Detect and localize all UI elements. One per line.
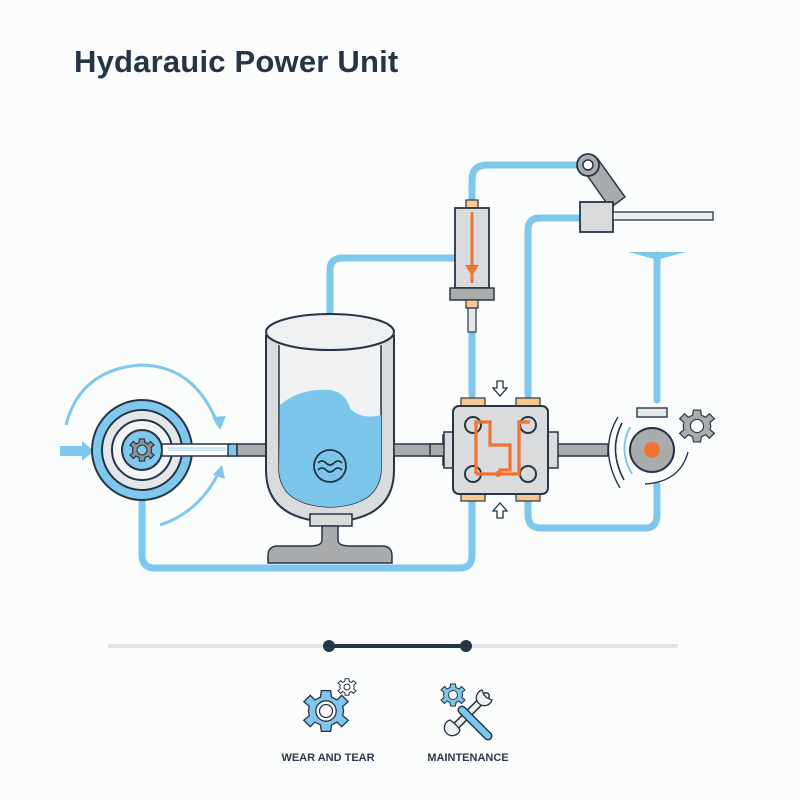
hydraulic-motor[interactable] <box>607 407 716 489</box>
legend-label-wear-and-tear: WEAR AND TEAR <box>281 752 375 764</box>
lever-actuator[interactable] <box>576 153 714 233</box>
timeline-active-range <box>329 644 466 648</box>
hydraulic-cylinder[interactable] <box>449 199 495 333</box>
timeline-end-handle[interactable] <box>460 640 472 652</box>
wave-icon <box>313 449 347 483</box>
reservoir[interactable] <box>265 313 454 564</box>
timeline-start-handle[interactable] <box>323 640 335 652</box>
pressure-in-arrow-icon <box>491 380 509 397</box>
t-connector <box>628 252 686 259</box>
control-valve[interactable] <box>429 380 609 519</box>
rotation-arrow-top <box>64 363 220 426</box>
inlet-arrow-icon <box>60 446 82 456</box>
pipe-network <box>138 161 661 572</box>
gear-wrench-icon <box>440 683 493 741</box>
rotation-arrow-bottom <box>159 469 222 527</box>
timeline-slider[interactable] <box>108 640 678 652</box>
gears-icon <box>302 678 357 733</box>
page-title: Hydarauic Power Unit <box>74 44 399 79</box>
pressure-out-arrow-icon <box>491 502 509 519</box>
down-arrow-icon <box>465 265 479 276</box>
legend-label-maintenance: MAINTENANCE <box>427 752 509 764</box>
pump[interactable] <box>60 363 268 527</box>
gear-icon <box>678 409 716 443</box>
